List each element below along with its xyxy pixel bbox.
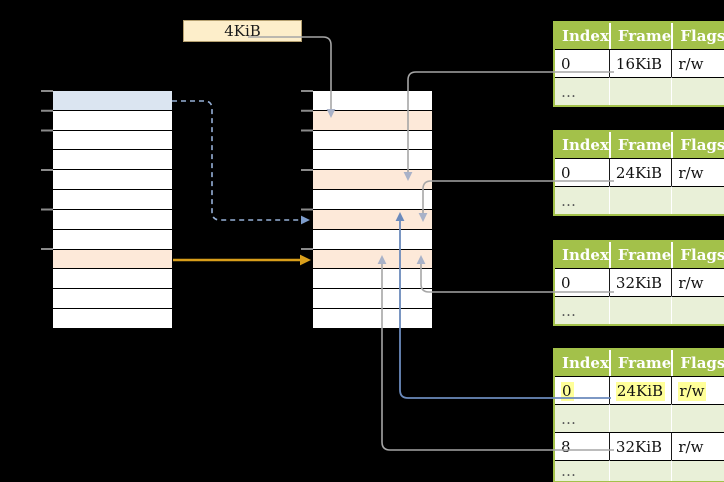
col-header-index: Index xyxy=(555,132,609,158)
cell-index: 8 xyxy=(555,432,609,460)
left-memory-column xyxy=(53,91,172,328)
cell-index: 0 xyxy=(555,268,609,296)
memory-row-white xyxy=(313,288,432,309)
table-row-ellipsis: … xyxy=(555,77,724,105)
memory-row-white xyxy=(53,288,172,309)
col-header-frame: Frame xyxy=(608,242,672,268)
memory-row-orange xyxy=(313,169,432,190)
page-size-label: 4KiB xyxy=(183,20,302,42)
memory-row-white xyxy=(53,308,172,328)
highlight-text: 24KiB xyxy=(615,381,666,401)
arrow-right-icon xyxy=(300,254,311,266)
table-row: 0 24KiB r/w xyxy=(555,158,724,186)
cell-flags: r/w xyxy=(671,49,724,77)
memory-row-white xyxy=(53,268,172,289)
table-header-row: Index Frame Flags xyxy=(555,132,724,158)
page-table-3: Index Frame Flags 0 32KiB r/w … xyxy=(553,240,724,326)
table-row-ellipsis: … xyxy=(555,296,724,324)
memory-row-white xyxy=(313,268,432,289)
page-table-1: Index Frame Flags 0 16KiB r/w … xyxy=(553,21,724,107)
col-header-frame: Frame xyxy=(608,132,672,158)
table-row-ellipsis: … xyxy=(555,186,724,214)
memory-row-white xyxy=(53,228,172,249)
memory-row-white xyxy=(313,189,432,209)
cell-index: 0 xyxy=(555,376,609,404)
col-header-frame: Frame xyxy=(608,350,672,376)
cell-flags: r/w xyxy=(671,158,724,186)
memory-row-white xyxy=(53,109,172,130)
memory-row-white xyxy=(53,189,172,209)
memory-row-orange xyxy=(313,109,432,130)
col-header-frame: Frame xyxy=(608,23,672,49)
table-header-row: Index Frame Flags xyxy=(555,350,724,376)
cell-frame xyxy=(608,460,672,481)
cell-frame: 16KiB xyxy=(608,49,672,77)
memory-row-white xyxy=(313,149,432,170)
table-header-row: Index Frame Flags xyxy=(555,23,724,49)
cell-index: … xyxy=(555,296,609,324)
col-header-index: Index xyxy=(555,350,609,376)
cell-frame: 24KiB xyxy=(608,158,672,186)
col-header-index: Index xyxy=(555,23,609,49)
highlight-text: 0 xyxy=(561,381,574,401)
memory-row-white xyxy=(313,308,432,328)
memory-row-white xyxy=(313,91,432,110)
col-header-index: Index xyxy=(555,242,609,268)
page-table-4: Index Frame Flags 0 24KiB r/w … 8 32KiB … xyxy=(553,348,724,482)
cell-flags: r/w xyxy=(671,432,724,460)
memory-row-blue xyxy=(53,91,172,110)
cell-frame xyxy=(608,186,672,214)
table-row-ellipsis: … xyxy=(555,404,724,432)
table-row-highlighted: 0 24KiB r/w xyxy=(555,376,724,404)
cell-index: … xyxy=(555,460,609,481)
cell-index: 0 xyxy=(555,158,609,186)
col-header-flags: Flags xyxy=(671,242,724,268)
memory-row-orange xyxy=(313,208,432,229)
memory-row-white xyxy=(53,169,172,190)
cell-frame xyxy=(608,77,672,105)
memory-row-white xyxy=(53,149,172,170)
col-header-flags: Flags xyxy=(671,23,724,49)
cell-flags xyxy=(671,460,724,481)
middle-memory-column xyxy=(313,91,432,328)
page-table-2: Index Frame Flags 0 24KiB r/w … xyxy=(553,130,724,216)
cell-index: 0 xyxy=(555,49,609,77)
cell-index: … xyxy=(555,404,609,432)
table-row: 0 16KiB r/w xyxy=(555,49,724,77)
cell-frame: 24KiB xyxy=(608,376,672,404)
cell-flags: r/w xyxy=(671,268,724,296)
memory-row-orange xyxy=(313,248,432,269)
cell-flags xyxy=(671,296,724,324)
cell-index: … xyxy=(555,77,609,105)
arrow-right-icon xyxy=(301,215,310,225)
cell-frame xyxy=(608,296,672,324)
cell-flags xyxy=(671,186,724,214)
memory-row-white xyxy=(53,208,172,229)
col-header-flags: Flags xyxy=(671,350,724,376)
cell-flags xyxy=(671,77,724,105)
connector-virtual-page-dashed xyxy=(172,100,301,221)
table-row: 8 32KiB r/w xyxy=(555,432,724,460)
cell-frame: 32KiB xyxy=(608,268,672,296)
memory-row-white xyxy=(313,228,432,249)
cell-frame xyxy=(608,404,672,432)
memory-row-orange xyxy=(53,248,172,269)
table-row-ellipsis: … xyxy=(555,460,724,481)
cell-flags: r/w xyxy=(671,376,724,404)
memory-row-white xyxy=(313,129,432,150)
cell-frame: 32KiB xyxy=(608,432,672,460)
cell-index: … xyxy=(555,186,609,214)
memory-row-white xyxy=(53,129,172,150)
highlight-text: r/w xyxy=(678,381,707,401)
col-header-flags: Flags xyxy=(671,132,724,158)
table-header-row: Index Frame Flags xyxy=(555,242,724,268)
cell-flags xyxy=(671,404,724,432)
table-row: 0 32KiB r/w xyxy=(555,268,724,296)
